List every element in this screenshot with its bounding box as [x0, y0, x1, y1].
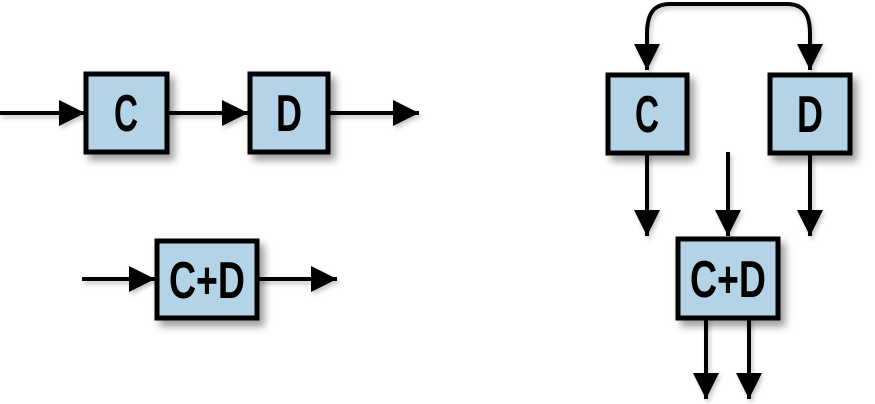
- right-box-d-rect: [767, 72, 853, 156]
- right-box-d-label: D: [797, 86, 823, 144]
- right-box-c-rect: [605, 72, 690, 156]
- left-box-c: C: [83, 71, 170, 155]
- left-box-fused-label: C+D: [169, 252, 245, 310]
- right-fanout-arc-to-c-arrow: [634, 2, 760, 70]
- right-box-c-label: C: [635, 86, 659, 144]
- left-box-d-rect: [247, 71, 331, 155]
- right-box-fused: C+D: [675, 236, 781, 321]
- right-box-fused-rect: [675, 236, 781, 321]
- left-box-c-rect: [83, 71, 170, 155]
- right-fanout-arc-to-d-arrow: [697, 2, 823, 70]
- left-box-d-label: D: [276, 85, 302, 143]
- left-box-c-label: C: [114, 85, 138, 143]
- connector-lines: [0, 2, 823, 399]
- right-box-d: D: [767, 72, 853, 156]
- left-box-fused: C+D: [154, 238, 260, 321]
- left-box-d: D: [247, 71, 331, 155]
- right-box-c: C: [605, 72, 690, 156]
- left-box-fused-rect: [154, 238, 260, 321]
- right-box-fused-label: C+D: [690, 251, 766, 309]
